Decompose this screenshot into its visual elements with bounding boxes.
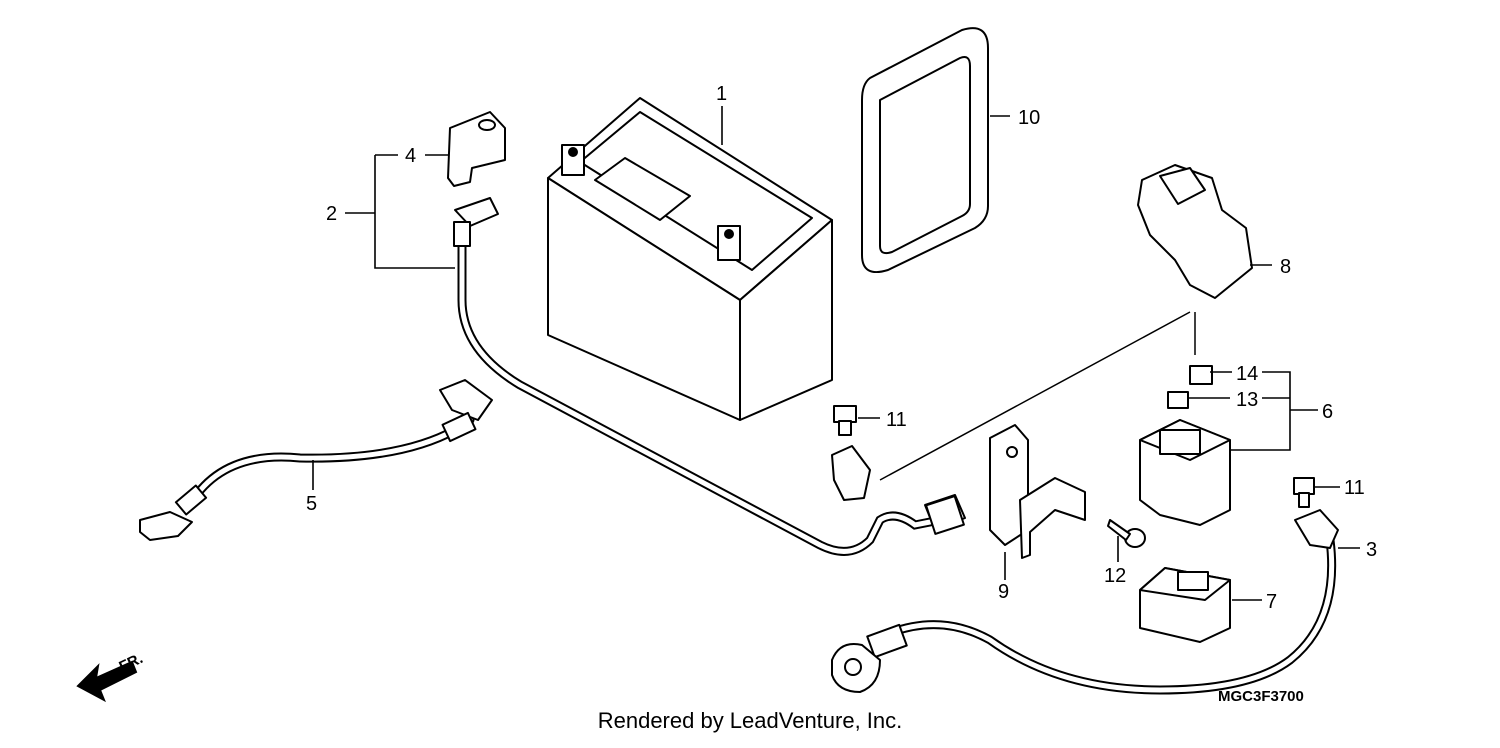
battery-terminal-right bbox=[717, 225, 741, 261]
fuse-14 bbox=[1189, 365, 1213, 385]
callout-5: 5 bbox=[306, 493, 317, 515]
callout-7: 7 bbox=[1266, 591, 1277, 613]
footer-credit: Rendered by LeadVenture, Inc. bbox=[597, 708, 903, 733]
fuse-box-cover bbox=[1137, 164, 1253, 299]
callout-1: 1 bbox=[716, 83, 727, 105]
terminal-cover bbox=[447, 111, 506, 187]
callout-10: 10 bbox=[1018, 107, 1040, 129]
callout-4: 4 bbox=[405, 145, 416, 167]
terminal-clamp bbox=[831, 445, 871, 501]
battery-terminal-left bbox=[561, 144, 585, 176]
starter-cable bbox=[831, 509, 1339, 695]
starter-relay bbox=[1139, 419, 1231, 526]
callout-14: 14 bbox=[1236, 363, 1258, 385]
callout-2: 2 bbox=[326, 203, 337, 225]
callout-12: 12 bbox=[1104, 565, 1126, 587]
bolt-11a bbox=[833, 405, 857, 436]
front-direction-label: FR. bbox=[117, 650, 146, 676]
front-direction-arrow: FR. bbox=[76, 650, 146, 703]
screw bbox=[1107, 519, 1146, 548]
ground-cable bbox=[139, 379, 493, 541]
battery-stay bbox=[989, 424, 1086, 559]
callout-6: 6 bbox=[1322, 401, 1333, 423]
bolt-11b bbox=[1293, 477, 1315, 508]
catalog-code: MGC3F3700 bbox=[1218, 688, 1304, 705]
callout-11b: 11 bbox=[1344, 477, 1365, 499]
battery bbox=[547, 97, 833, 421]
callout-3: 3 bbox=[1366, 539, 1377, 561]
relay-cover bbox=[1139, 567, 1231, 643]
callout-13: 13 bbox=[1236, 389, 1258, 411]
fuse-13 bbox=[1167, 391, 1189, 409]
callout-8: 8 bbox=[1280, 256, 1291, 278]
callout-11a: 11 bbox=[886, 409, 907, 431]
callout-9: 9 bbox=[998, 581, 1009, 603]
battery-band bbox=[861, 27, 989, 274]
negative-cable bbox=[453, 197, 966, 556]
